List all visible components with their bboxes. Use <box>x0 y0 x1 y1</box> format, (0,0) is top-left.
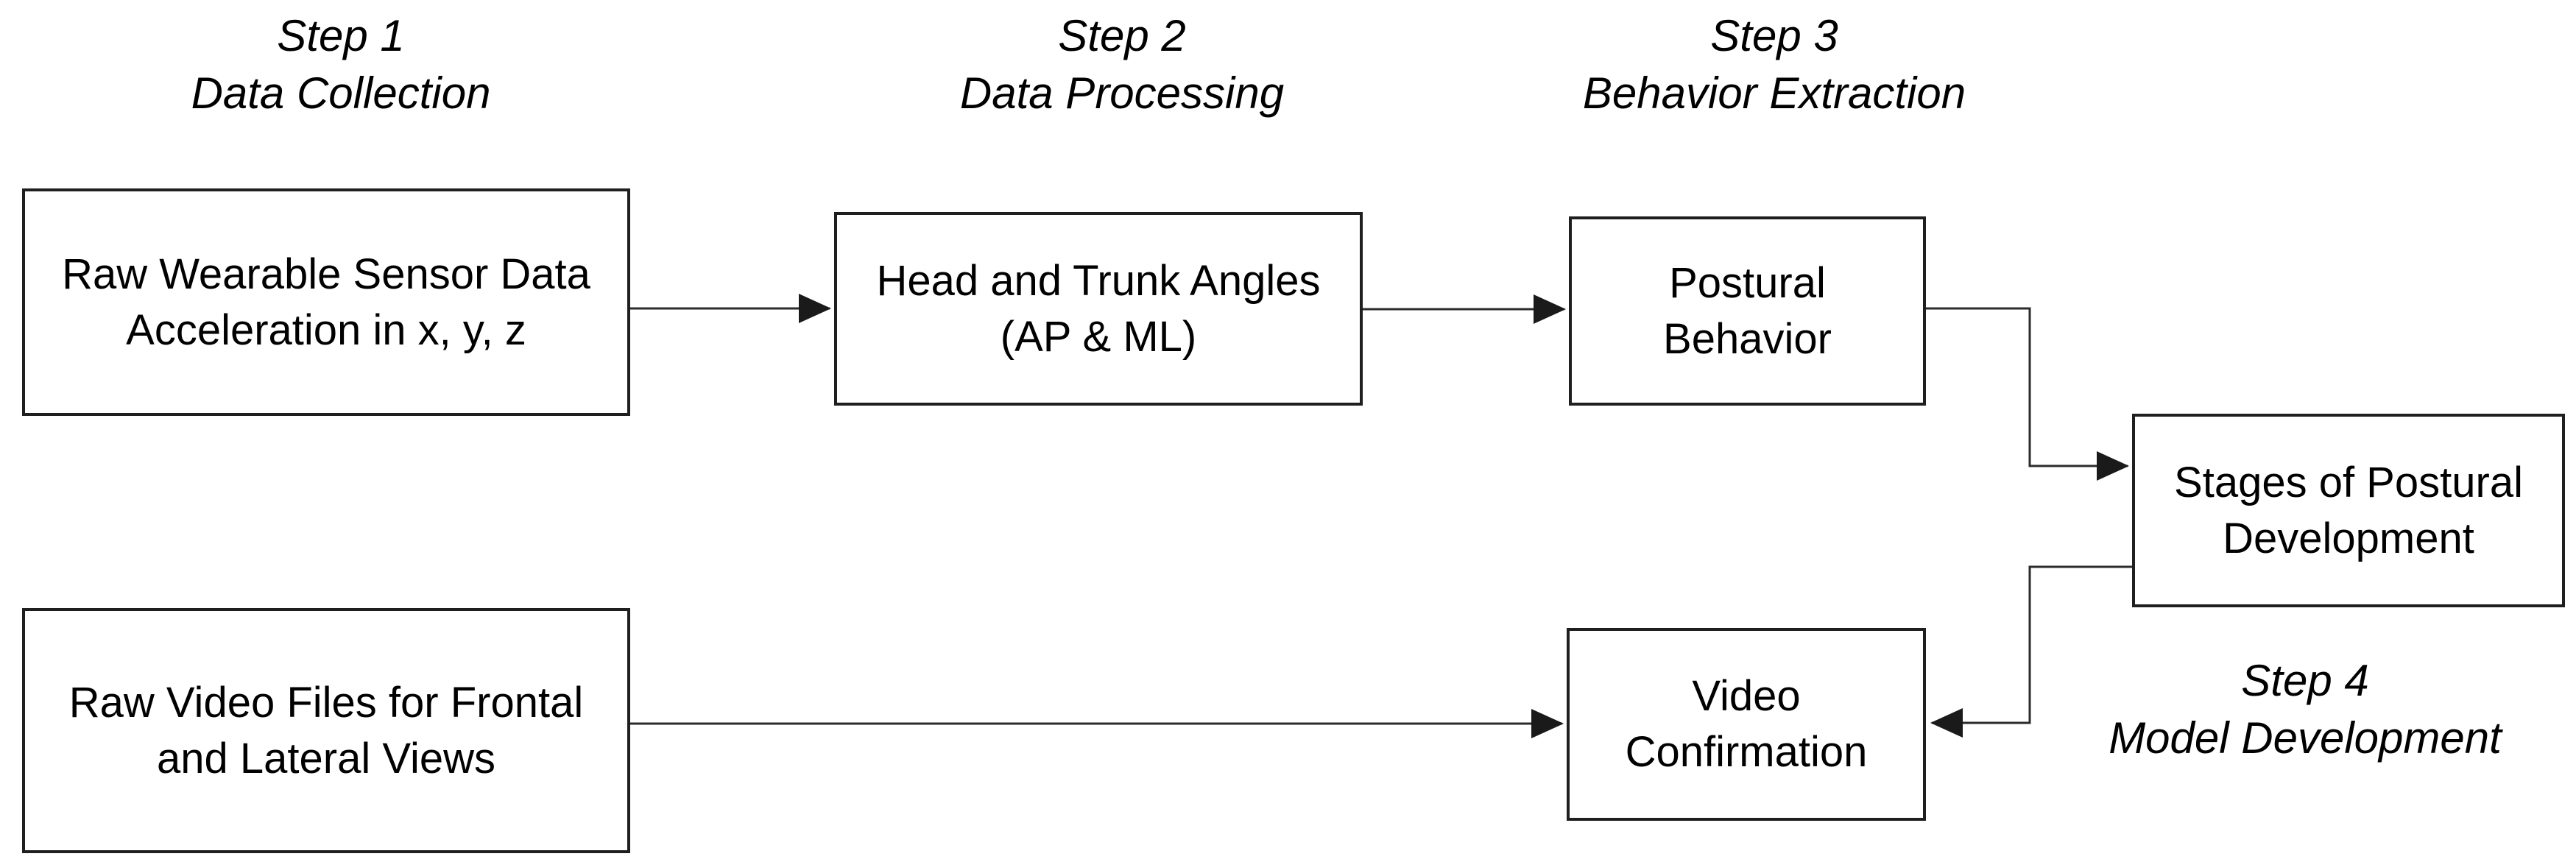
postural-behavior-line2: Behavior <box>1663 314 1832 363</box>
raw-wearable-sensor-data-line1: Raw Wearable Sensor Data <box>62 250 590 298</box>
step2-header: Step 2 Data Processing <box>864 7 1380 122</box>
step4-subtitle: Model Development <box>2109 713 2502 763</box>
head-and-trunk-angles-line2: (AP & ML) <box>1000 312 1197 361</box>
step1-header: Step 1 Data Collection <box>83 7 599 122</box>
step3-title: Step 3 <box>1710 11 1838 60</box>
raw-video-files-box: Raw Video Files for Frontal and Lateral … <box>22 608 630 853</box>
step3-header: Step 3 Behavior Extraction <box>1517 7 2032 122</box>
postural-behavior-line1: Postural <box>1669 258 1826 307</box>
step3-subtitle: Behavior Extraction <box>1582 68 1966 118</box>
stages-of-postural-development-box: Stages of Postural Development <box>2132 414 2565 607</box>
arrow-stages-to-confirmation <box>1930 565 2132 738</box>
head-and-trunk-angles-line1: Head and Trunk Angles <box>876 256 1321 305</box>
video-confirmation-box: Video Confirmation <box>1567 628 1926 821</box>
video-confirmation-line2: Confirmation <box>1625 728 1868 776</box>
arrow-postural-to-stages <box>1926 307 2129 481</box>
raw-video-files-line1: Raw Video Files for Frontal <box>68 678 584 727</box>
step4-title: Step 4 <box>2241 656 2369 705</box>
head-and-trunk-angles-box: Head and Trunk Angles (AP & ML) <box>834 212 1363 406</box>
video-confirmation-line1: Video <box>1692 672 1801 720</box>
stages-of-postural-development-line1: Stages of Postural <box>2174 458 2523 506</box>
postural-behavior-box: Postural Behavior <box>1569 216 1926 406</box>
raw-video-files-line2: and Lateral Views <box>156 734 495 782</box>
step2-subtitle: Data Processing <box>959 68 1285 118</box>
stages-of-postural-development-line2: Development <box>2223 514 2474 562</box>
step4-header: Step 4 Model Development <box>2047 652 2563 767</box>
raw-wearable-sensor-data-box: Raw Wearable Sensor Data Acceleration in… <box>22 188 630 416</box>
step2-title: Step 2 <box>1058 11 1186 60</box>
raw-wearable-sensor-data-line2: Acceleration in x, y, z <box>126 305 526 354</box>
step1-subtitle: Data Collection <box>191 68 491 118</box>
step1-title: Step 1 <box>277 11 405 60</box>
